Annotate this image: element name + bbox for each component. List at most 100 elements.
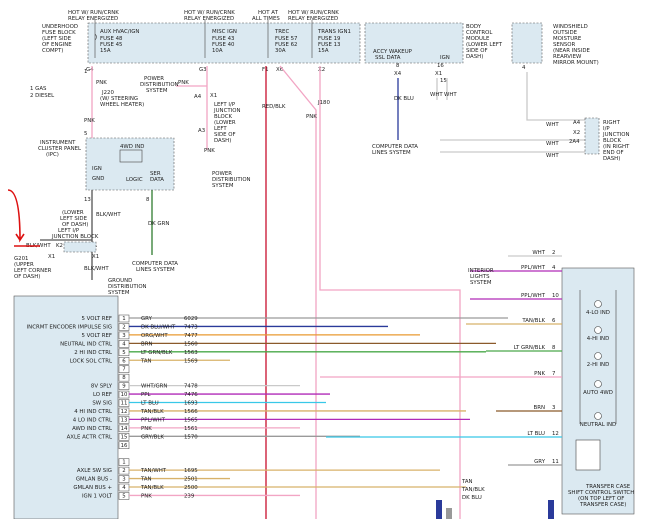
indicator-led-icon	[594, 380, 602, 388]
bottom-connector-1	[436, 500, 442, 519]
underhood-fuse-block	[87, 22, 361, 64]
interior-l3: SYSTEM	[470, 280, 492, 286]
ws-l4: SENSOR	[553, 42, 576, 48]
ipc-l3: (IPC)	[46, 152, 59, 158]
indicator-label: NEUTRAL IND	[580, 422, 616, 428]
interior-l2: LIGHTS	[470, 274, 490, 280]
lbl-pd4: POWER	[212, 171, 232, 177]
tcase-l3: (ON TOP LEFT OF	[578, 496, 624, 502]
hot-label-2: HOT W/ RUN/CRNK	[184, 10, 235, 16]
tccm-pin-number: 6	[122, 358, 126, 364]
fuse-4-f2: FUSE 13	[318, 42, 340, 48]
mid-wires	[40, 65, 585, 519]
switch-pin-number: 3	[552, 405, 555, 411]
lbl-n8: 8	[146, 197, 150, 203]
tccm-pin-number: 2	[122, 324, 125, 330]
tccm-row-label: LO REF	[93, 392, 112, 398]
all-times-label: ALL TIMES	[252, 16, 280, 22]
switch-wire-label: GRY	[534, 459, 546, 465]
bcm-pin8: 8	[396, 63, 400, 69]
underhood-l5: COMPT)	[42, 48, 63, 54]
ipc-ign: IGN	[92, 166, 102, 172]
rjb-l1: RIGHT	[603, 120, 621, 126]
lbl-pnk4: PNK	[204, 148, 215, 154]
tccm-pin-number: 1	[122, 316, 125, 322]
fuse-3-f2: FUSE 62	[275, 42, 297, 48]
tccm-circuit-number: 1565	[184, 417, 198, 423]
tccm-row-label: AXLE SW SIG	[77, 468, 112, 474]
ws-l2: OUTSIDE	[553, 30, 578, 36]
bcm-accy: ACCY WAKEUP	[373, 49, 413, 55]
indicator-label: 4-LO IND	[586, 310, 610, 316]
tccm-wire-color: PPL/WHT	[141, 417, 166, 423]
ipc-indicator	[119, 149, 143, 163]
tccm-box	[13, 295, 119, 519]
tccm-wire-color: GRY	[141, 316, 153, 322]
tccm-circuit-number: 1560	[184, 341, 198, 347]
ipc-l2: CLUSTER PANEL	[38, 146, 81, 152]
tccm-row-label: GMLAN BUS -	[76, 477, 112, 483]
lbl-k2: K2	[56, 243, 63, 249]
interior-l1: INTERIOR	[468, 268, 494, 274]
underhood-l1: UNDERHOOD	[42, 24, 78, 30]
switch-pin-number: 10	[552, 293, 559, 299]
tccm-pin-number: 3	[122, 333, 125, 339]
lbl-n13: 13	[84, 197, 91, 203]
lower-jb-box	[63, 241, 97, 253]
lbl-pnk1: PNK	[96, 80, 107, 86]
rjb-wht3: WHT	[546, 153, 559, 159]
wire-ws-wht	[526, 72, 585, 121]
ws-pin4: 4	[522, 65, 526, 71]
right-jb-labels: RIGHT I/P JUNCTION BLOCK (IN RIGHT END O…	[546, 120, 630, 162]
fuse-2-f3: 10A	[212, 48, 223, 54]
fuse-3: TREC FUSE 57 FUSE 62 30A	[274, 29, 297, 54]
tccm-wire-color: DK BLU/WHT	[141, 324, 176, 330]
rjb-l3: JUNCTION	[602, 132, 630, 138]
ipc-labels: INSTRUMENT CLUSTER PANEL (IPC) 4WD IND I…	[38, 140, 164, 183]
tccm-row-label: GMLAN BUS +	[73, 485, 112, 491]
bottom-wire-labels: TAN TAN/BLK DK BLU	[461, 479, 485, 501]
g201-l3: LEFT CORNER	[14, 268, 52, 274]
tccm-circuit-number: 7477	[184, 333, 198, 339]
tccm-wire-color: WHT/GRN	[141, 384, 167, 390]
ws-l5: (NEAR INSIDE	[553, 48, 590, 54]
bcm-labels: BODY CONTROL MODULE (LOWER LEFT SIDE OF …	[373, 24, 503, 84]
tccm-circuit-number: 6029	[184, 316, 198, 322]
wire-g3-pd	[176, 66, 208, 90]
lbl-whtv: WHT	[430, 92, 443, 98]
gd-l3: SYSTEM	[108, 290, 130, 296]
bw-dkblu: DK BLU	[462, 495, 482, 501]
tccm-circuit-number: 1566	[184, 409, 198, 415]
tccm-circuit-number: 7478	[184, 384, 198, 390]
bcm-pinx1: X1	[435, 71, 442, 77]
wire-bcm-wht	[436, 78, 448, 100]
tccm-row-label: SW SIG	[92, 401, 112, 407]
g201-l1: G201	[14, 256, 28, 262]
tccm-pin-number: 5	[122, 493, 125, 499]
lbl-dkblu: DK BLU	[394, 96, 414, 102]
fuse-symbols	[94, 20, 313, 58]
rjb-wht2: WHT	[546, 141, 559, 147]
lbl-blkwht2: BLK/WHT	[96, 212, 121, 218]
pin-f1: F1	[262, 67, 269, 73]
rjb-l5: (IN RIGHT	[603, 144, 630, 150]
legend-diesel: 2 DIESEL	[30, 93, 54, 99]
lbl-ljb4: (LOWER	[214, 120, 236, 126]
ipc-l1: INSTRUMENT	[40, 140, 76, 146]
switch-pin-number: 2	[552, 250, 555, 256]
bcm-pin15: 15	[440, 78, 447, 84]
fuse-2-f2: FUSE 40	[212, 42, 235, 48]
tccm-circuit-number: 7473	[184, 324, 198, 330]
lljb-l5: JUNCTION BLOCK	[51, 234, 99, 240]
lbl-ljb3: BLOCK	[214, 114, 233, 120]
fuse-4-name: TRANS IGN1	[317, 29, 351, 35]
tccm-circuit-number: 1570	[184, 434, 198, 440]
tccm-pin-number: 16	[121, 443, 128, 449]
lbl-pnk3: PNK	[178, 80, 189, 86]
switch-wire-label: LT GRN/BLK	[514, 345, 546, 351]
ipc-ser: SER	[150, 171, 161, 177]
lbl-ljb5: LEFT	[214, 126, 227, 132]
tccm-pin-number: 15	[121, 434, 128, 440]
